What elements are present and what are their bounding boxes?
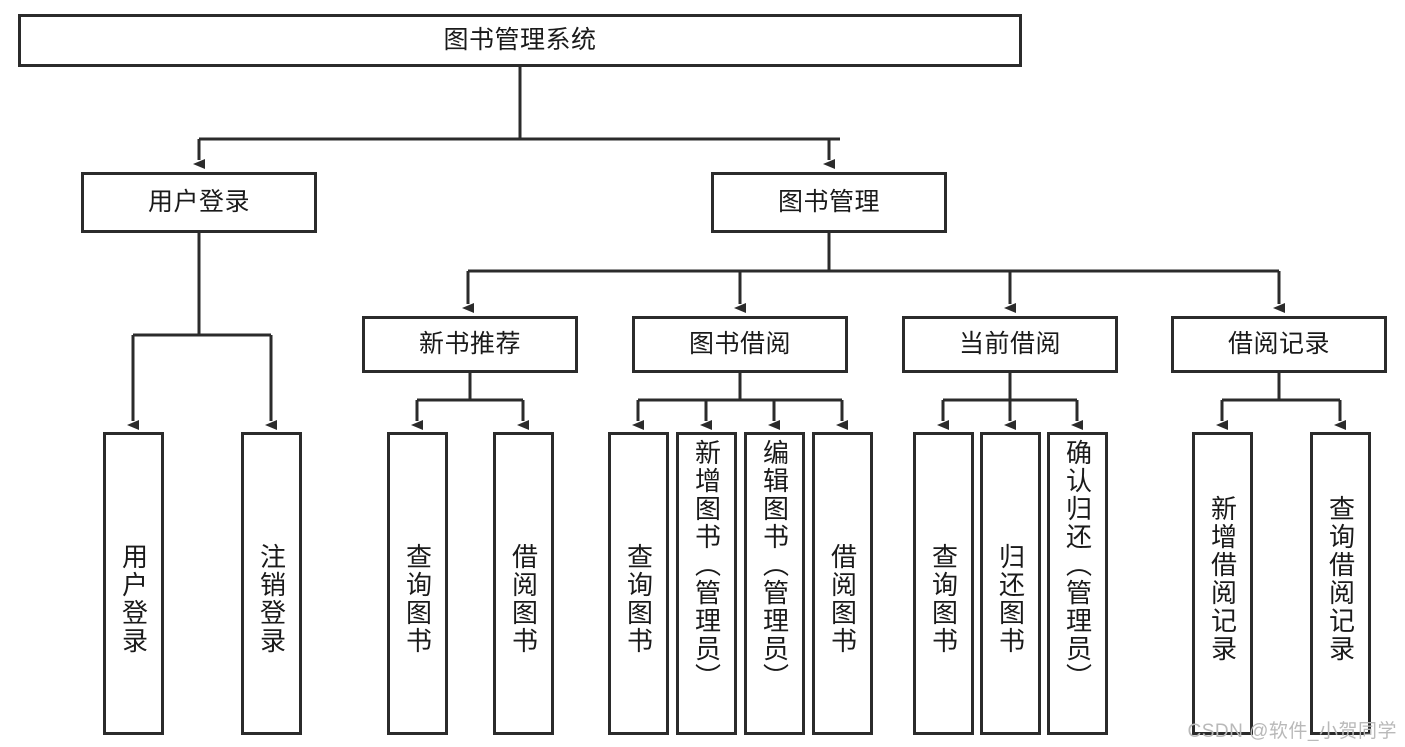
node-book-management[interactable]: 图书管理 bbox=[711, 172, 947, 233]
leaf-query-borrow-record[interactable]: 查询借阅记录 bbox=[1310, 432, 1371, 735]
leaf-query-book-borrow[interactable]: 查询图书 bbox=[608, 432, 669, 735]
node-label: 注销登录 bbox=[256, 543, 287, 655]
node-root-library-system[interactable]: 图书管理系统 bbox=[18, 14, 1022, 67]
node-label: 借阅记录 bbox=[1227, 330, 1330, 358]
node-book-borrow[interactable]: 图书借阅 bbox=[632, 316, 848, 373]
node-label: 确认归还（管理员） bbox=[1062, 439, 1093, 691]
node-label: 图书管理系统 bbox=[443, 26, 597, 54]
leaf-return-book[interactable]: 归还图书 bbox=[980, 432, 1041, 735]
node-current-borrow[interactable]: 当前借阅 bbox=[902, 316, 1118, 373]
node-label: 图书管理 bbox=[777, 188, 880, 216]
node-label: 借阅图书 bbox=[508, 543, 539, 655]
leaf-query-book-recommend[interactable]: 查询图书 bbox=[387, 432, 448, 735]
node-label: 图书借阅 bbox=[688, 330, 791, 358]
leaf-add-book-admin[interactable]: 新增图书（管理员） bbox=[676, 432, 737, 735]
leaf-user-login[interactable]: 用户登录 bbox=[103, 432, 164, 735]
leaf-borrow-book-recommend[interactable]: 借阅图书 bbox=[493, 432, 554, 735]
node-label: 当前借阅 bbox=[958, 330, 1061, 358]
node-label: 新书推荐 bbox=[418, 330, 521, 358]
node-label: 新增图书（管理员） bbox=[691, 439, 722, 691]
node-label: 用户登录 bbox=[118, 543, 149, 655]
node-user-login[interactable]: 用户登录 bbox=[81, 172, 317, 233]
node-label: 新增借阅记录 bbox=[1207, 495, 1238, 663]
leaf-logout-login[interactable]: 注销登录 bbox=[241, 432, 302, 735]
node-borrow-record[interactable]: 借阅记录 bbox=[1171, 316, 1387, 373]
node-label: 编辑图书（管理员） bbox=[759, 439, 790, 691]
leaf-confirm-return-admin[interactable]: 确认归还（管理员） bbox=[1047, 432, 1108, 735]
node-label: 查询图书 bbox=[402, 543, 433, 655]
leaf-query-book-current[interactable]: 查询图书 bbox=[913, 432, 974, 735]
watermark-text: CSDN @软件_小贺同学 bbox=[1187, 721, 1397, 742]
leaf-borrow-book[interactable]: 借阅图书 bbox=[812, 432, 873, 735]
leaf-edit-book-admin[interactable]: 编辑图书（管理员） bbox=[744, 432, 805, 735]
node-label: 借阅图书 bbox=[827, 543, 858, 655]
node-label: 用户登录 bbox=[147, 188, 250, 216]
node-new-book-recommend[interactable]: 新书推荐 bbox=[362, 316, 578, 373]
leaf-add-borrow-record[interactable]: 新增借阅记录 bbox=[1192, 432, 1253, 735]
node-label: 归还图书 bbox=[995, 543, 1026, 655]
node-label: 查询图书 bbox=[928, 543, 959, 655]
node-label: 查询图书 bbox=[623, 543, 654, 655]
node-label: 查询借阅记录 bbox=[1325, 495, 1356, 663]
